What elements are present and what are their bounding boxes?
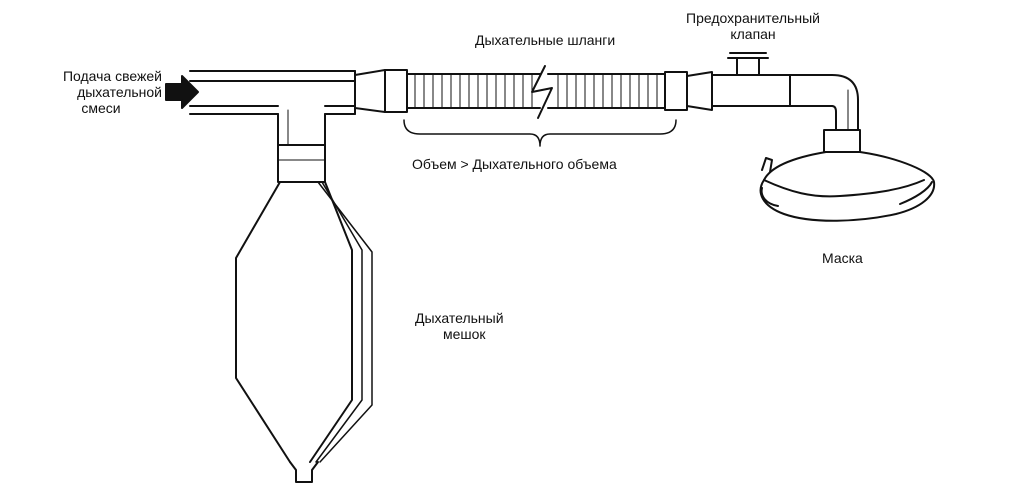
inlet-arrow-icon xyxy=(165,75,199,109)
mask-label: Маска xyxy=(822,250,863,266)
fresh-gas-inlet-line-1: Подача свежей xyxy=(62,68,162,84)
hose-connector-right xyxy=(664,71,713,111)
hose-connector-left xyxy=(354,69,408,113)
breathing-bag-line-2: мешок xyxy=(443,326,486,342)
relief-valve-line-1: Предохранительный xyxy=(686,10,820,26)
breathing-bag-label: Дыхательный мешок xyxy=(415,310,504,342)
corrugated-hose-left xyxy=(406,73,541,109)
hose-break-symbol xyxy=(531,65,553,119)
relief-valve-label: Предохранительный клапан xyxy=(668,10,838,42)
fresh-gas-inlet-label: Подача свежей дыхательной смеси xyxy=(40,68,162,116)
inlet-tube xyxy=(189,70,356,146)
fresh-gas-inlet-line-2: дыхательной xyxy=(77,84,162,100)
volume-note-label: Объем > Дыхательного объема xyxy=(412,156,617,172)
fresh-gas-inlet-line-3: смеси xyxy=(81,100,121,116)
relief-valve-line-2: клапан xyxy=(730,26,776,42)
corrugated-hose-right xyxy=(547,73,666,109)
bag-neck xyxy=(277,144,326,183)
breathing-hoses-label: Дыхательные шланги xyxy=(475,32,616,48)
valve-elbow-tube xyxy=(711,52,859,131)
breathing-bag-line-1: Дыхательный xyxy=(415,310,504,326)
face-mask xyxy=(759,129,936,222)
breathing-bag-outline xyxy=(235,181,373,483)
volume-bracket xyxy=(403,119,677,147)
